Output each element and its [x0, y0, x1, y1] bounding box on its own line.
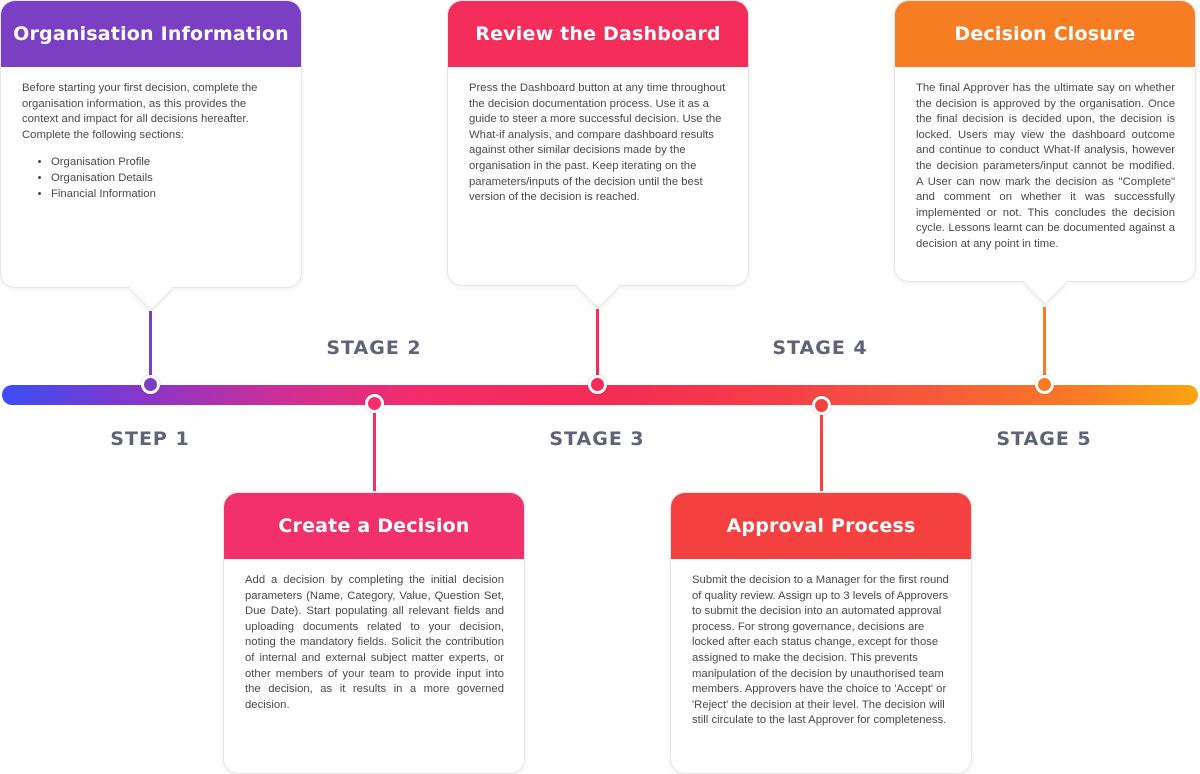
card-title: Review the Dashboard [475, 23, 721, 45]
connector-line [596, 309, 599, 379]
card-body: Press the Dashboard button at any time t… [448, 67, 748, 206]
stage-label: STEP 1 [110, 428, 190, 450]
card-header: Decision Closure [895, 1, 1195, 67]
card-text: The final Approver has the ultimate say … [916, 82, 1175, 250]
timeline-node [588, 375, 607, 394]
card-create-a-decision: Create a Decision Add a decision by comp… [224, 493, 524, 773]
card-title: Approval Process [726, 515, 916, 537]
card-title: Decision Closure [954, 23, 1136, 45]
card-title: Create a Decision [278, 515, 470, 537]
timeline-node [365, 394, 384, 413]
connector-line [373, 413, 376, 491]
list-item: Organisation Profile [51, 155, 281, 171]
timeline-node [812, 396, 831, 415]
card-header: Review the Dashboard [448, 1, 748, 67]
card-text: Submit the decision to a Manager for the… [692, 574, 949, 727]
card-review-the-dashboard: Review the Dashboard Press the Dashboard… [448, 1, 748, 285]
stage-label: STAGE 2 [326, 337, 422, 359]
card-text: Before starting your first decision, com… [22, 82, 258, 141]
list-item: Financial Information [51, 187, 281, 203]
stage-label: STAGE 4 [772, 337, 868, 359]
list-item: Organisation Details [51, 171, 281, 187]
card-text: Add a decision by completing the initial… [245, 574, 504, 711]
connector-line [1043, 307, 1046, 379]
card-approval-process: Approval Process Submit the decision to … [671, 493, 971, 773]
stage-label: STAGE 3 [549, 428, 645, 450]
card-title: Organisation Information [13, 23, 289, 45]
connector-line [149, 311, 152, 379]
bullet-list: Organisation Profile Organisation Detail… [22, 155, 281, 202]
card-organisation-information: Organisation Information Before starting… [1, 1, 301, 287]
card-header: Create a Decision [224, 493, 524, 559]
card-text: Press the Dashboard button at any time t… [469, 82, 726, 204]
timeline-node [141, 375, 160, 394]
card-decision-closure: Decision Closure The final Approver has … [895, 1, 1195, 281]
card-header: Approval Process [671, 493, 971, 559]
card-body: Add a decision by completing the initial… [224, 559, 524, 713]
timeline-bar [2, 385, 1198, 405]
stage-label: STAGE 5 [996, 428, 1092, 450]
timeline-node [1035, 375, 1054, 394]
card-body: The final Approver has the ultimate say … [895, 67, 1195, 253]
connector-line [820, 415, 823, 491]
card-body: Before starting your first decision, com… [1, 67, 301, 202]
card-body: Submit the decision to a Manager for the… [671, 559, 971, 729]
card-header: Organisation Information [1, 1, 301, 67]
